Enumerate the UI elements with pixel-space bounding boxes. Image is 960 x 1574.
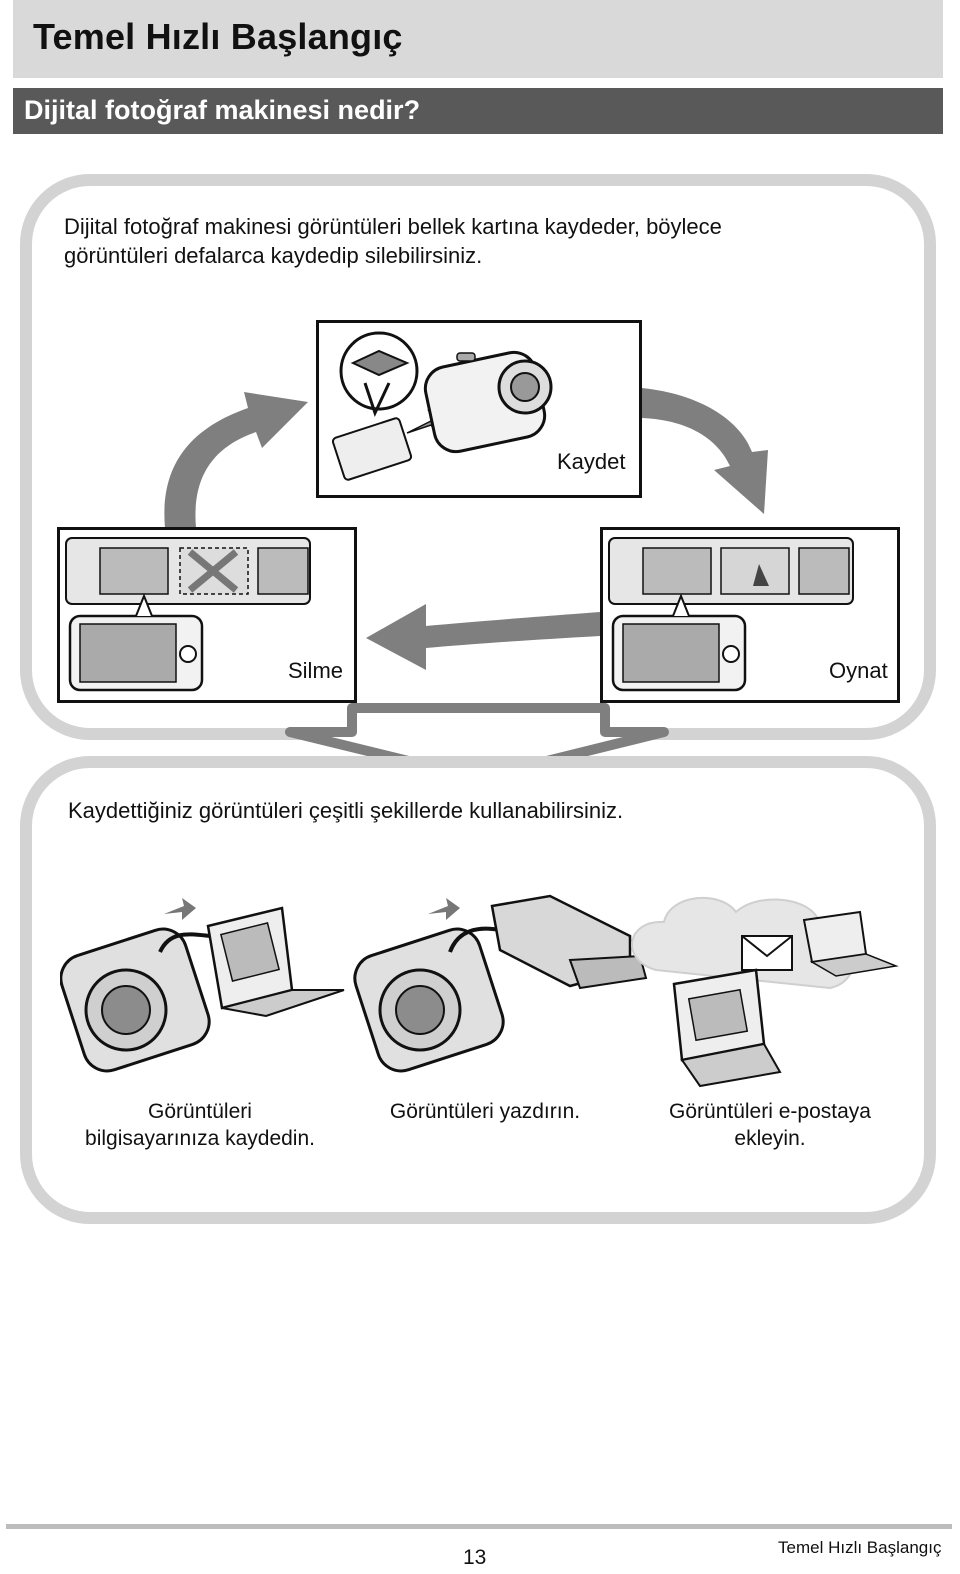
email-caption-line-2: ekleyin.	[734, 1127, 806, 1150]
arrow-up-left-icon	[164, 392, 308, 528]
intro-line-2: görüntüleri defalarca kaydedip silebilir…	[64, 243, 483, 268]
uses-illustrations	[60, 894, 899, 1088]
arrow-left-icon	[366, 604, 600, 670]
email-caption-line-1: Görüntüleri e-postaya	[669, 1100, 871, 1123]
arrow-down-right-icon	[642, 388, 768, 514]
record-label: Kaydet	[557, 449, 626, 474]
camera-to-computer-icon	[60, 898, 345, 1073]
delete-label: Silme	[288, 658, 344, 683]
footer-title: Temel Hızlı Başlangıç	[778, 1538, 942, 1557]
footer-rule	[6, 1524, 952, 1529]
camera-memory-card-icon	[331, 331, 553, 481]
uses-intro: Kaydettiğiniz görüntüleri çeşitli şekill…	[68, 798, 624, 823]
computer-caption: Görüntüleri bilgisayarınıza kaydedin.	[60, 1098, 340, 1152]
page-title: Temel Hızlı Başlangıç	[33, 16, 403, 57]
intro-line-1: Dijital fotoğraf makinesi görüntüleri be…	[64, 214, 722, 239]
email-cloud-icon	[631, 896, 899, 1088]
page-title-bar: Temel Hızlı Başlangıç	[13, 0, 943, 78]
print-caption: Görüntüleri yazdırın.	[389, 1100, 581, 1123]
section-title: Dijital fotoğraf makinesi nedir?	[24, 95, 421, 125]
cycle-arrows	[164, 388, 768, 760]
delete-images-icon	[65, 537, 311, 692]
delete-illustration: Silme	[57, 527, 357, 703]
playback-images-icon	[608, 537, 854, 692]
record-illustration: Kaydet	[316, 320, 642, 498]
computer-caption-line-2: bilgisayarınıza kaydedin.	[85, 1127, 315, 1150]
page-number: 13	[463, 1546, 487, 1569]
section-header: Dijital fotoğraf makinesi nedir?	[13, 88, 943, 134]
computer-caption-line-1: Görüntüleri	[148, 1100, 252, 1123]
camera-to-printer-icon	[353, 894, 648, 1073]
email-caption: Görüntüleri e-postaya ekleyin.	[640, 1098, 900, 1152]
play-illustration: Oynat	[600, 527, 900, 703]
play-label: Oynat	[829, 658, 888, 683]
arrow-down-icon	[285, 703, 669, 760]
